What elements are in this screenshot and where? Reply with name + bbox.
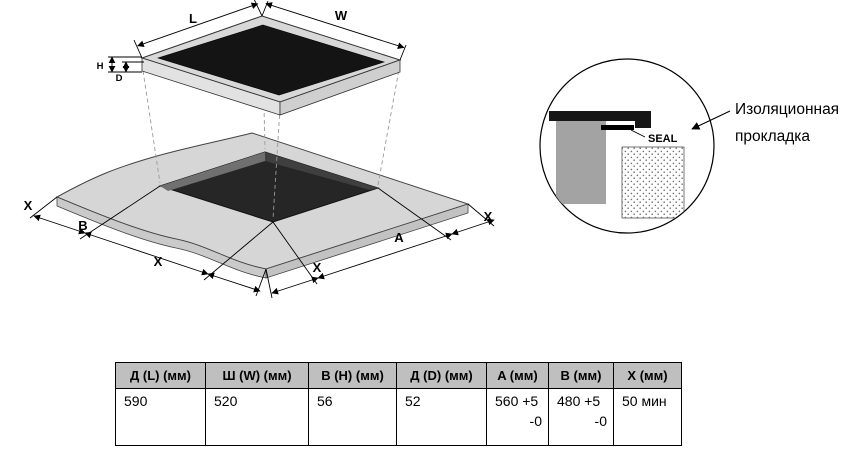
header-h: В (H) (мм) (308, 362, 397, 389)
value-a: 560 +5 -0 (486, 388, 549, 446)
seal-callout-line1: Изоляционная (735, 101, 840, 118)
table-header-row: Д (L) (мм) Ш (W) (мм) В (H) (мм) Д (D) (… (115, 362, 682, 389)
dim-label-h: H (97, 61, 104, 72)
dim-label-x-bottom-right: X (313, 260, 322, 275)
value-b-tolerance: -0 (594, 413, 607, 429)
value-h: 56 (308, 388, 397, 446)
seal-detail-view: SEAL (539, 58, 715, 234)
value-d: 52 (396, 388, 487, 446)
value-x: 50 мин (613, 388, 682, 446)
seal-label: SEAL (648, 133, 678, 145)
dim-label-x-bottom-left: X (154, 254, 163, 269)
value-w: 520 (205, 388, 309, 446)
cutout-inner-wall-right (265, 152, 378, 190)
countertop-cross-section (621, 146, 685, 219)
dimension-lines (29, 0, 495, 299)
value-a-tolerance: -0 (529, 413, 542, 429)
cutout-inner-wall-left (160, 152, 265, 191)
dim-label-a: A (394, 230, 404, 245)
header-a: A (мм) (486, 362, 549, 389)
dim-label-b: B (78, 218, 87, 233)
cabinet-panel (556, 120, 606, 204)
dim-label-x-right: X (484, 209, 493, 224)
dim-label-w: W (335, 8, 348, 23)
seal-callout: Изоляционная прокладка (735, 96, 839, 150)
header-d: Д (D) (мм) (396, 362, 487, 389)
dim-label-l: L (189, 11, 197, 26)
installation-diagram: L W H D X B X X A X SEAL (24, 0, 731, 299)
header-w: Ш (W) (мм) (205, 362, 309, 389)
seal-callout-line2: прокладка (735, 128, 811, 145)
header-l: Д (L) (мм) (115, 362, 206, 389)
countertop-drawing (55, 132, 470, 279)
header-x: X (мм) (613, 362, 682, 389)
seal-strip (601, 125, 634, 130)
header-b: B (мм) (548, 362, 614, 389)
dimensions-table: Д (L) (мм) Ш (W) (мм) В (H) (мм) Д (D) (… (115, 362, 682, 446)
cooktop-front-right-face (279, 59, 401, 116)
value-b-main: 480 +5 (557, 393, 601, 409)
table-data-row: 590 520 56 52 560 +5 -0 480 +5 -0 50 мин (115, 388, 682, 446)
value-l: 590 (115, 388, 206, 446)
cooktop-edge-profile (549, 111, 651, 121)
seal-leader-line (630, 129, 646, 138)
dim-label-d: D (116, 73, 123, 84)
callout-arrow (691, 110, 731, 130)
value-b: 480 +5 -0 (548, 388, 614, 446)
cooktop-edge-hook (635, 121, 651, 128)
value-a-main: 560 +5 (495, 393, 539, 409)
dim-label-x-left: X (24, 198, 33, 213)
